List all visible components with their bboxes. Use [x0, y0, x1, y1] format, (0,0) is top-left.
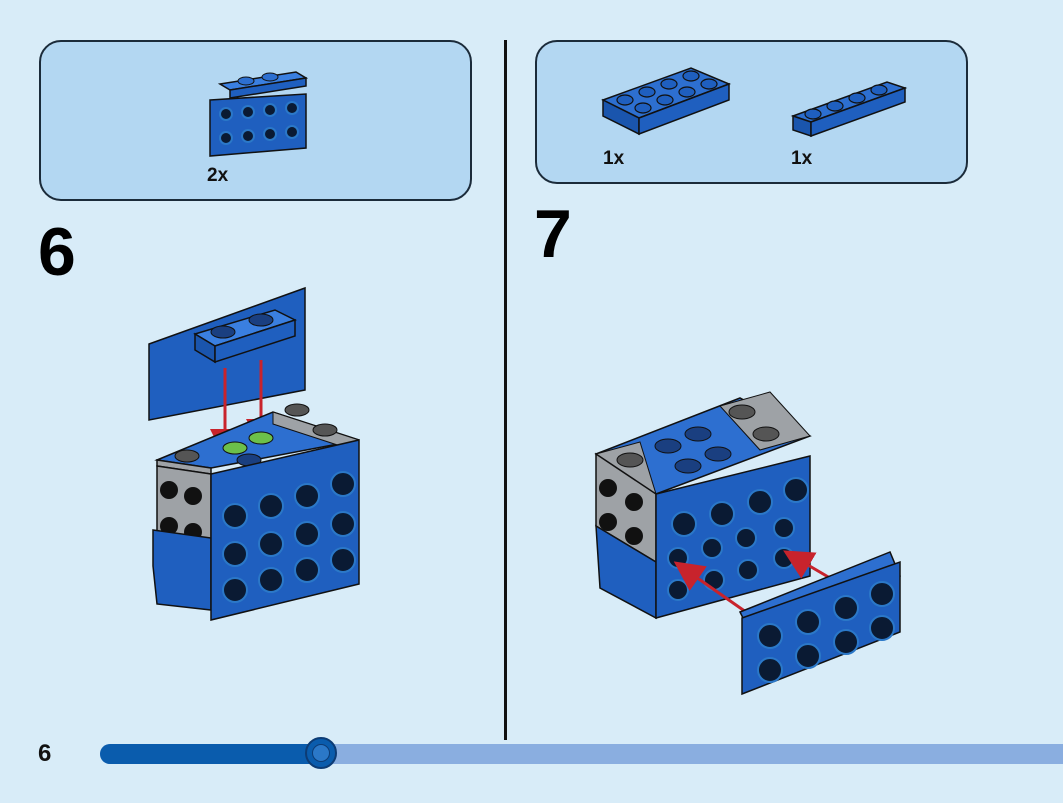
part-quantity: 1x [603, 148, 625, 169]
plate-2x4-part-image [601, 67, 732, 136]
progress-fill [100, 744, 322, 764]
part-quantity: 2x [207, 165, 229, 186]
bracket-plate-part-image [209, 71, 309, 157]
page-number: 6 [38, 740, 52, 767]
parts-box-step-7: 1x 1x [535, 40, 968, 184]
step-7-illustration [594, 391, 901, 696]
parts-box-step-6: 2x [39, 40, 472, 201]
step-number: 7 [534, 196, 572, 272]
part-quantity: 1x [791, 148, 813, 169]
step-6-illustration [148, 286, 360, 621]
progress-knob [305, 737, 338, 769]
progress-bar [100, 737, 1063, 769]
plate-1x4-part-image [790, 81, 908, 138]
step-number: 6 [38, 214, 76, 290]
step-divider [504, 40, 507, 740]
